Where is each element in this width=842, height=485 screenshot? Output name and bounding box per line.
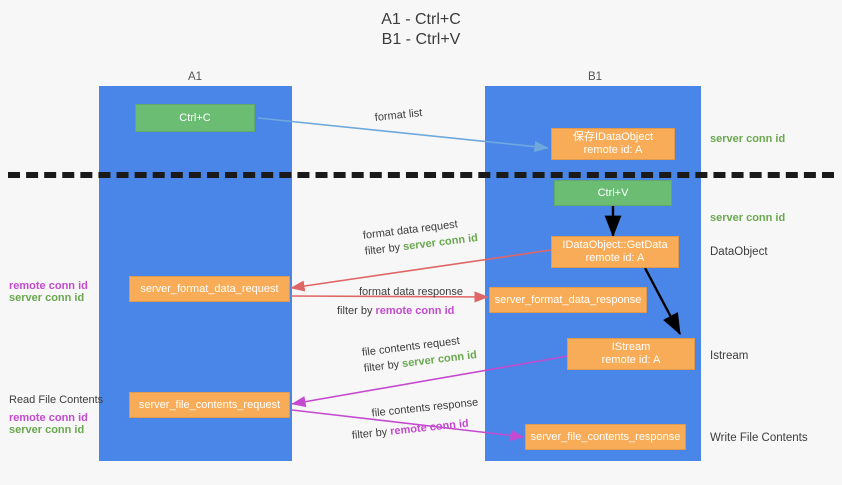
box-istream-line1: IStream	[611, 341, 651, 353]
box-save-idataobject[interactable]: 保存IDataObject remote id: A	[551, 128, 675, 160]
left-label-server-conn-id-2: server conn id	[9, 424, 85, 436]
left-label-server-conn-id-1: server conn id	[9, 292, 85, 304]
right-label-istream: Istream	[710, 350, 749, 362]
right-label-data-object: DataObject	[710, 246, 768, 258]
box-server-file-contents-response-label: server_file_contents_response	[530, 430, 681, 443]
column-header-b1-name: B1	[587, 71, 603, 83]
box-istream[interactable]: IStream remote id: A	[567, 338, 695, 370]
flow-label-file-contents-response: file contents response filter by remote …	[349, 395, 481, 444]
left-label-remote-conn-id-1: remote conn id	[9, 280, 88, 292]
right-label-write-file-contents: Write File Contents	[710, 432, 808, 444]
box-ctrl-c[interactable]: Ctrl+C	[135, 104, 255, 132]
box-getdata-line2: remote id: A	[585, 252, 645, 264]
box-server-format-data-response[interactable]: server_format_data_response	[489, 287, 647, 313]
box-ctrl-c-label: Ctrl+C	[179, 111, 211, 124]
flow-label-file-contents-request: file contents request filter by server c…	[361, 331, 478, 377]
box-server-format-data-request[interactable]: server_format_data_request	[129, 276, 290, 302]
column-header-a1-name: A1	[187, 71, 203, 83]
left-label-read-file-contents: Read File Contents	[9, 394, 104, 406]
box-server-format-data-response-label: server_format_data_response	[494, 293, 642, 306]
flow-label-format-data-request: format data request filter by server con…	[362, 214, 479, 260]
flow-label-format-data-response: format data response filter by remote co…	[337, 284, 463, 319]
left-label-remote-conn-id-2: remote conn id	[9, 412, 88, 424]
box-ctrl-v[interactable]: Ctrl+V	[554, 180, 672, 206]
flow-label-format-list: format list	[374, 105, 423, 126]
phase-divider	[8, 172, 834, 178]
filter-by-highlight-remote-conn-id: remote conn id	[375, 305, 455, 317]
filter-by-prefix: filter by	[337, 305, 376, 317]
box-server-file-contents-request-label: server_file_contents_request	[138, 398, 281, 411]
box-istream-line2: remote id: A	[601, 354, 661, 366]
filter-by-prefix: filter by	[364, 241, 404, 258]
flow-label-format-list-text: format list	[374, 107, 423, 124]
flow-label-format-data-response-line1: format data response	[359, 286, 463, 298]
box-server-file-contents-request[interactable]: server_file_contents_request	[129, 392, 290, 418]
box-ctrl-v-label: Ctrl+V	[597, 186, 629, 199]
box-getdata-line1: IDataObject::GetData	[562, 239, 668, 251]
filter-by-highlight-remote-conn-id: remote conn id	[389, 417, 470, 438]
right-label-server-conn-id-mid: server conn id	[710, 212, 786, 224]
box-server-file-contents-response[interactable]: server_file_contents_response	[525, 424, 686, 450]
box-save-idataobject-line1: 保存IDataObject	[572, 131, 654, 143]
flow-label-format-data-response-line2: filter by remote conn id	[337, 303, 463, 319]
box-save-idataobject-line2: remote id: A	[583, 144, 643, 156]
filter-by-prefix: filter by	[351, 425, 391, 442]
diagram-title: A1 - Ctrl+C B1 - Ctrl+V	[381, 11, 461, 48]
box-server-format-data-request-label: server_format_data_request	[140, 282, 279, 295]
filter-by-prefix: filter by	[363, 358, 403, 375]
box-getdata[interactable]: IDataObject::GetData remote id: A	[551, 236, 679, 268]
right-label-server-conn-id-top: server conn id	[710, 133, 786, 145]
